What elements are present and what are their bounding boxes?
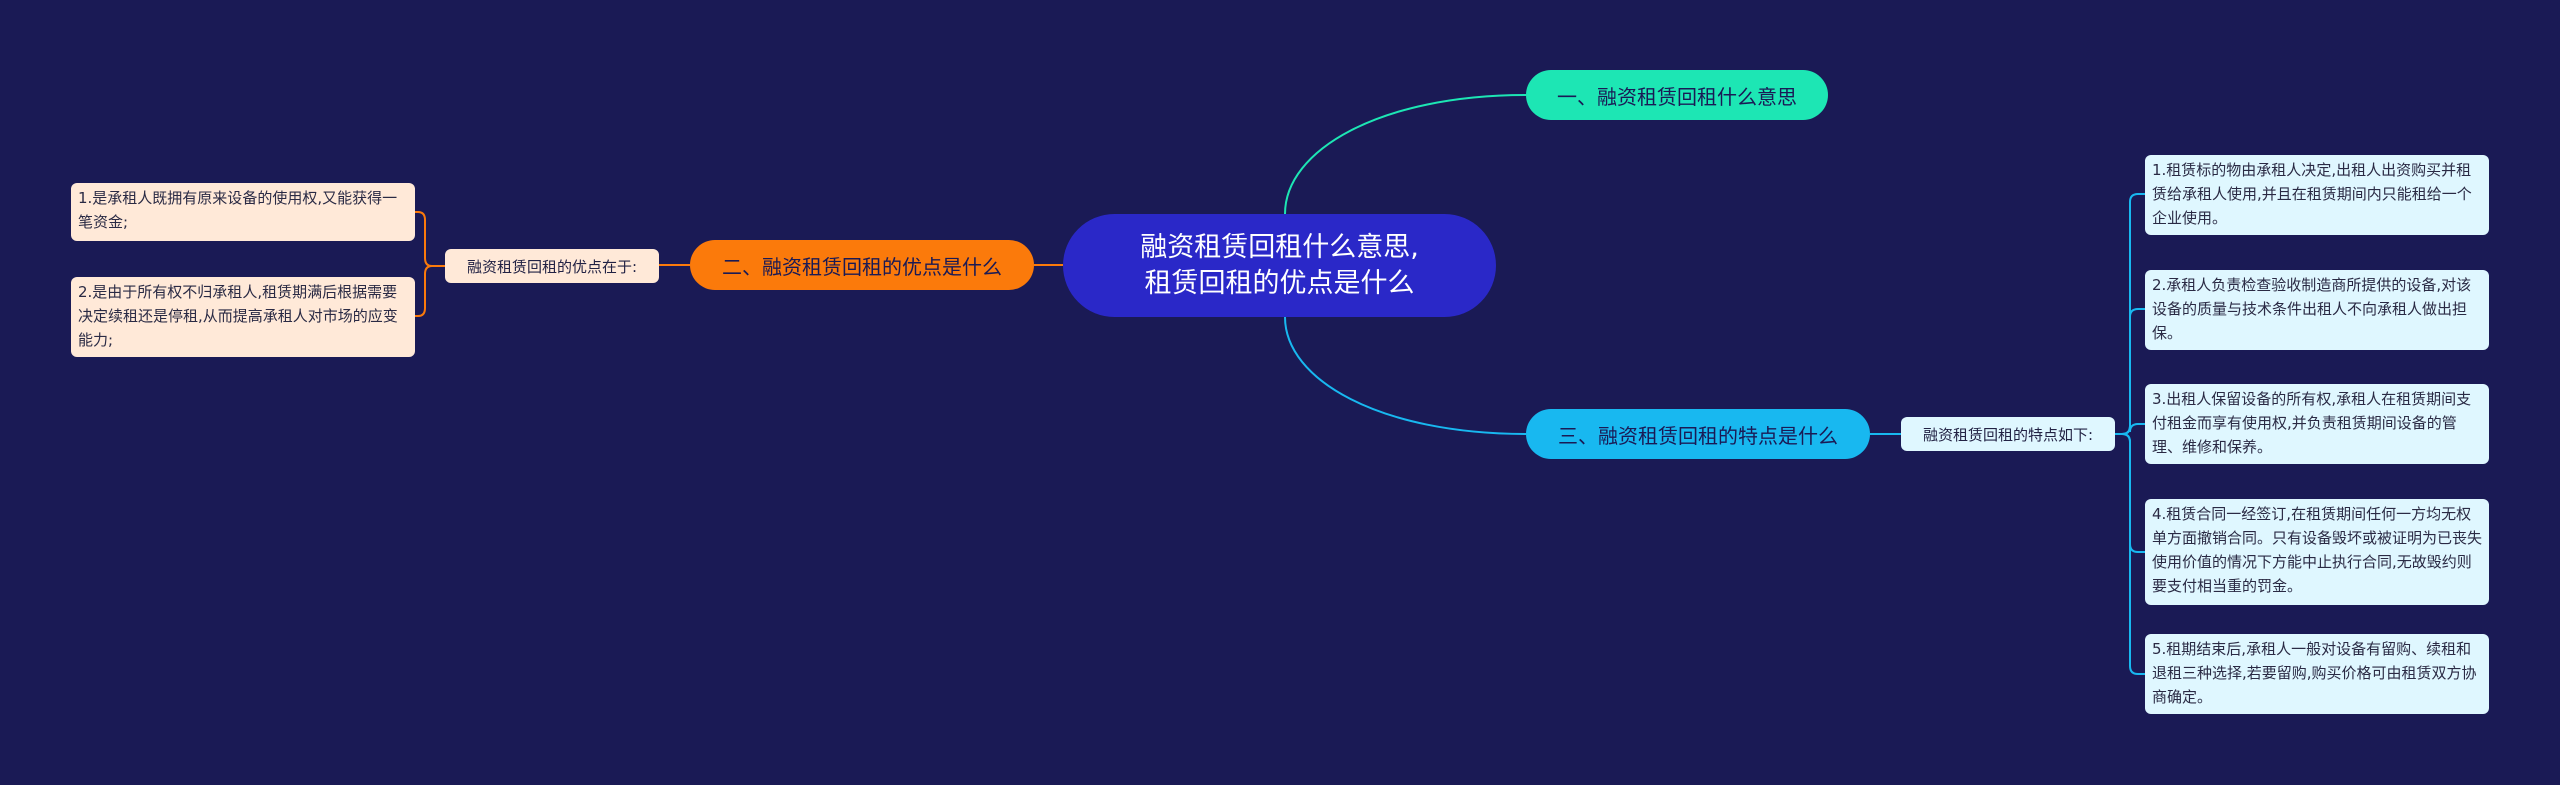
branch-advantages[interactable]: 二、融资租赁回租的优点是什么: [690, 240, 1034, 290]
root-topic-line2: 租赁回租的优点是什么: [1144, 267, 1415, 299]
branch-features[interactable]: 三、融资租赁回租的特点是什么: [1526, 409, 1870, 459]
links-s3-leaves: [2115, 193, 2145, 675]
leaf-advantage-2[interactable]: 2.是由于所有权不归承租人,租赁期满后根据需要决定续租还是停租,从而提高承租人对…: [71, 277, 415, 357]
leaf-feature-1[interactable]: 1.租赁标的物由承租人决定,出租人出资购买并租赁给承租人使用,并且在租赁期间内只…: [2145, 155, 2489, 235]
leaf-feature-2[interactable]: 2.承租人负责检查验收制造商所提供的设备,对该设备的质量与技术条件出租人不向承租…: [2145, 270, 2489, 350]
link-s2-leaf2: [415, 265, 445, 317]
subtopic-advantages[interactable]: 融资租赁回租的优点在于:: [445, 249, 659, 283]
root-topic[interactable]: 融资租赁回租什么意思, 租赁回租的优点是什么: [1063, 214, 1496, 317]
branch-meaning[interactable]: 一、融资租赁回租什么意思: [1526, 70, 1828, 120]
root-topic-line1: 融资租赁回租什么意思,: [1140, 231, 1419, 263]
leaf-advantage-1[interactable]: 1.是承租人既拥有原来设备的使用权,又能获得一笔资金;: [71, 183, 415, 241]
leaf-feature-3[interactable]: 3.出租人保留设备的所有权,承租人在租赁期间支付租金而享有使用权,并负责租赁期间…: [2145, 384, 2489, 464]
leaf-feature-4[interactable]: 4.租赁合同一经签订,在租赁期间任何一方均无权单方面撤销合同。只有设备毁坏或被证…: [2145, 499, 2489, 605]
link-s2-leaf1: [415, 211, 445, 267]
subtopic-features[interactable]: 融资租赁回租的特点如下:: [1901, 417, 2115, 451]
leaf-feature-5[interactable]: 5.租期结束后,承租人一般对设备有留购、续租和退租三种选择,若要留购,购买价格可…: [2145, 634, 2489, 714]
link-root-b3: [1284, 316, 1527, 435]
link-root-b1: [1284, 94, 1527, 215]
